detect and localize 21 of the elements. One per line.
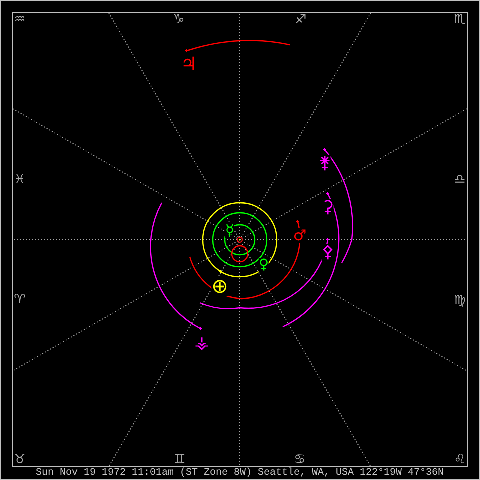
zodiac-sign-symbol: ♑ bbox=[173, 14, 185, 26]
zodiac-sign-symbol: ♒ bbox=[14, 14, 26, 26]
planet-symbol: ♂ bbox=[293, 228, 307, 244]
asteroid-symbol: ⚵ bbox=[318, 156, 332, 172]
chart-caption: Sun Nov 19 1972 11:01am (ST Zone 8W) Seattle, WA, USA 122°19W 47°36N bbox=[36, 469, 444, 479]
planet-symbol: ☿ bbox=[225, 224, 235, 238]
zodiac-sign-symbol: ♎ bbox=[454, 174, 466, 186]
asteroid-symbol: ⚴ bbox=[322, 244, 334, 262]
zodiac-sign-symbol: ♍ bbox=[454, 294, 466, 308]
asteroid-symbol: ⚳ bbox=[322, 200, 334, 216]
asteroid-symbol: ⚶ bbox=[194, 336, 210, 352]
planet-symbol: ♀ bbox=[258, 258, 270, 272]
zodiac-sign-symbol: ♉ bbox=[14, 454, 26, 466]
zodiac-sign-symbol: ♓ bbox=[14, 174, 26, 186]
zodiac-sign-symbol: ♏ bbox=[454, 14, 466, 26]
zodiac-sign-symbol: ♐ bbox=[295, 14, 307, 26]
zodiac-sign-symbol: ♋ bbox=[294, 454, 306, 466]
zodiac-sign-symbol: ♈ bbox=[14, 294, 26, 306]
planet-symbol: ⊕ bbox=[212, 276, 228, 296]
zodiac-sign-symbol: ♊ bbox=[174, 454, 186, 466]
zodiac-sign-symbol: ♌ bbox=[454, 454, 466, 466]
